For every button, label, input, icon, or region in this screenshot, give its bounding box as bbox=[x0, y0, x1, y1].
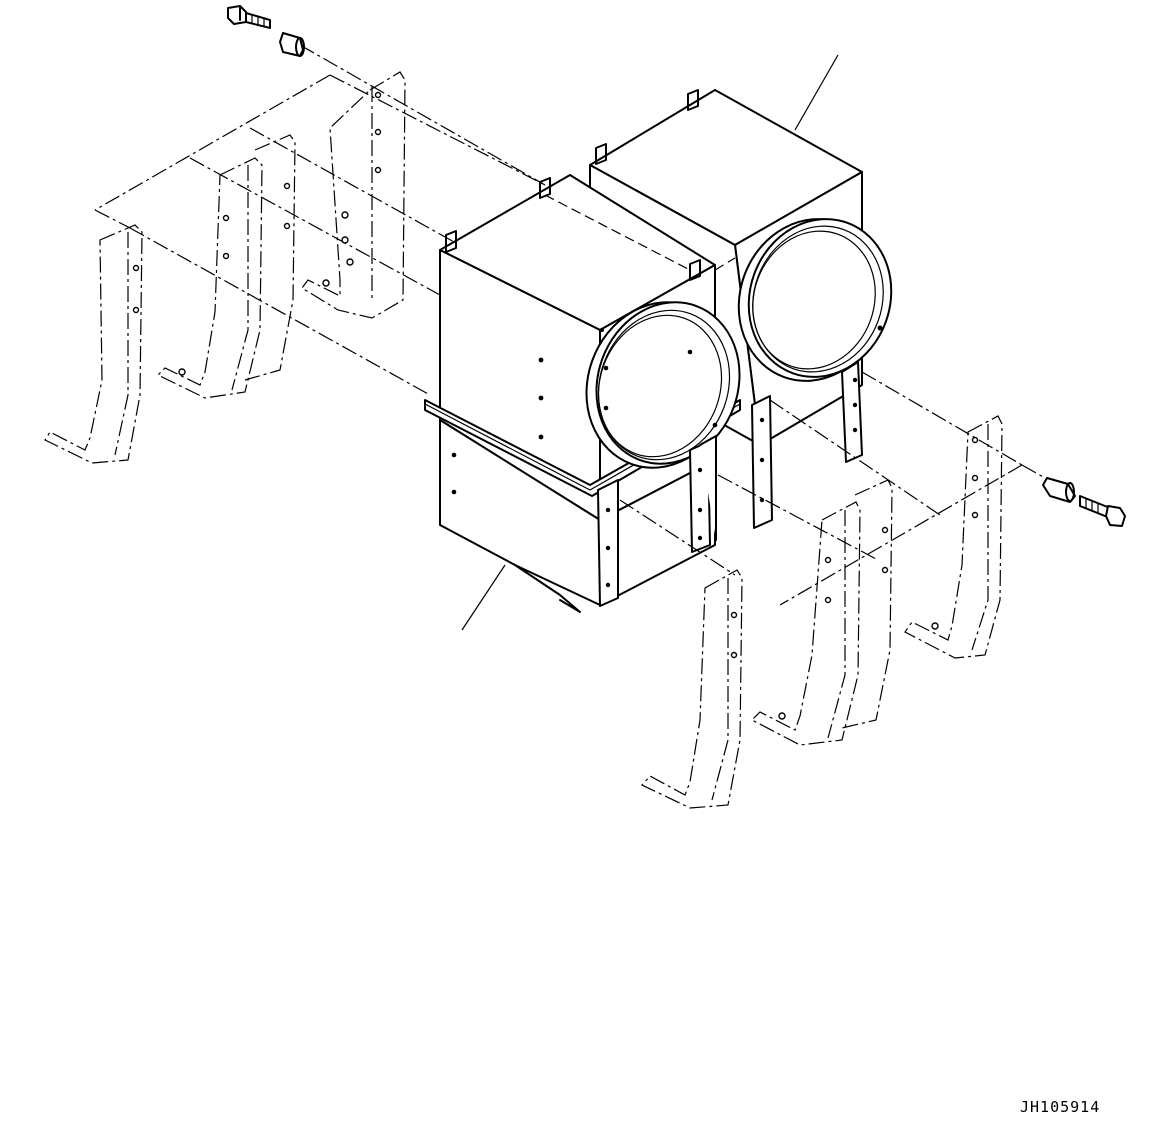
bracket-right-1 bbox=[641, 569, 743, 809]
leader-lines bbox=[461, 54, 839, 631]
bracket-left-3 bbox=[301, 71, 406, 319]
air-cleaner-front bbox=[424, 174, 741, 613]
spacer-top bbox=[279, 32, 305, 57]
bracket-left-1 bbox=[44, 224, 143, 464]
bolt-top bbox=[227, 5, 271, 29]
bracket-left-2 bbox=[156, 134, 296, 399]
alignment-lines-right bbox=[619, 371, 1046, 606]
drawing-id-label: JH105914 bbox=[1020, 1098, 1101, 1116]
bracket-right-2 bbox=[750, 479, 893, 746]
spacer-right bbox=[1042, 477, 1076, 503]
bracket-right-3 bbox=[904, 415, 1003, 659]
bolt-right bbox=[1079, 495, 1126, 527]
